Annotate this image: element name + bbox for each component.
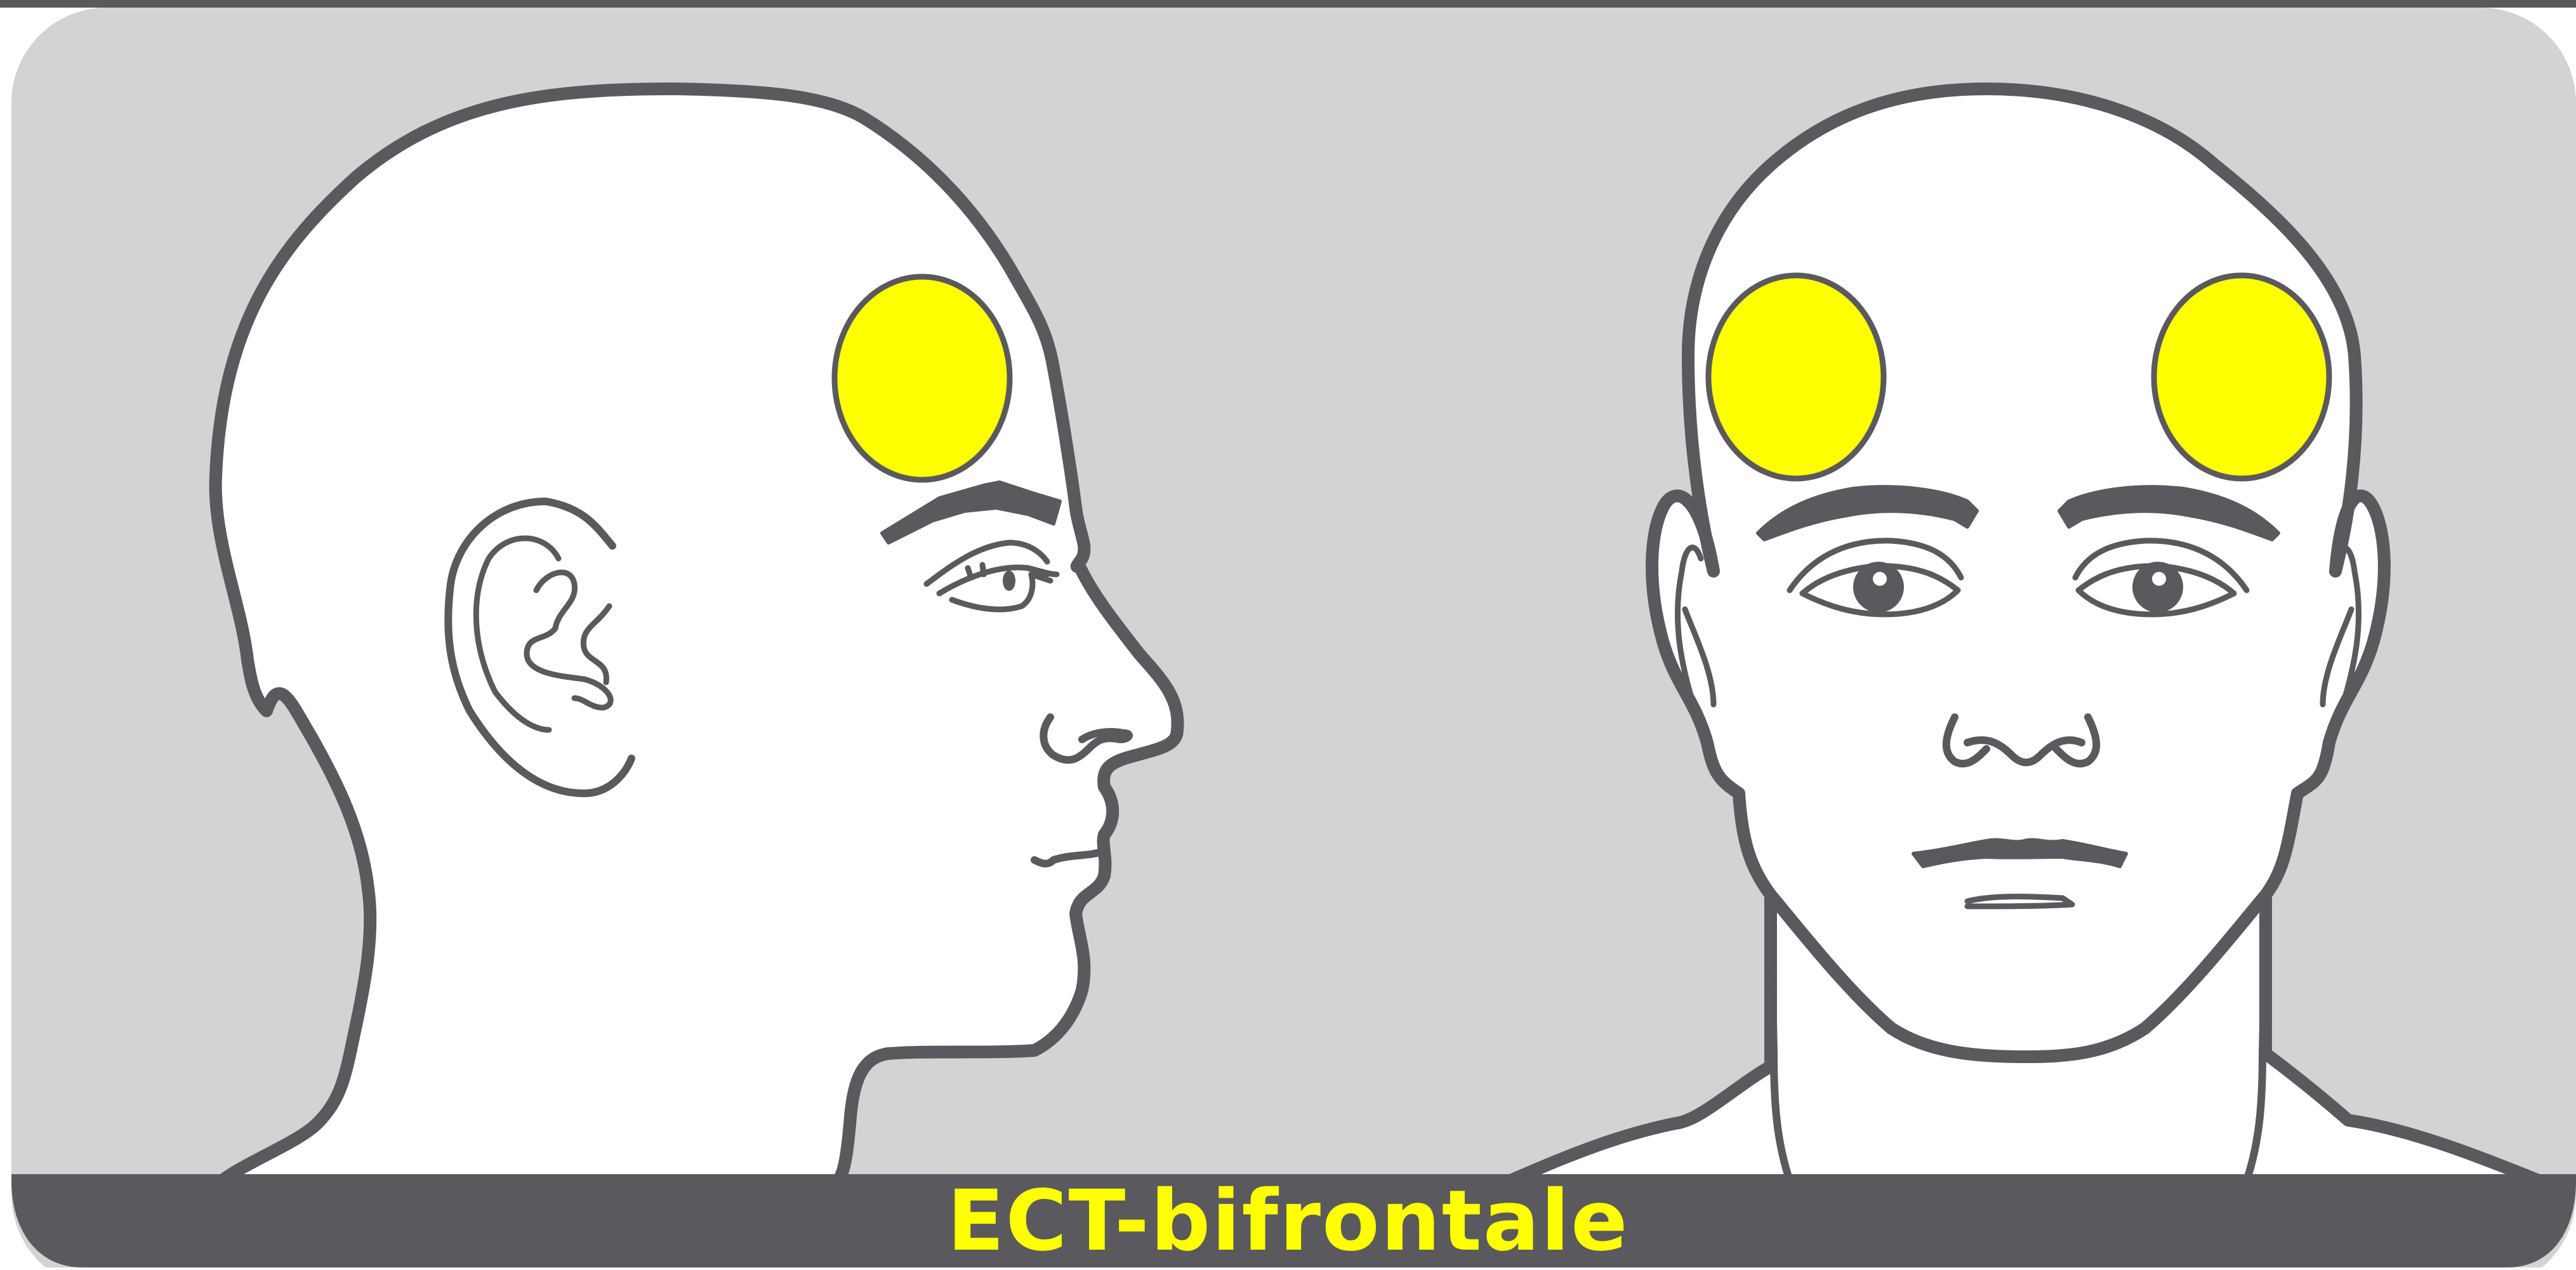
frontal-iris-left bbox=[1853, 562, 1904, 612]
frontal-glint-left bbox=[1873, 572, 1887, 586]
profile-pupil bbox=[1003, 571, 1015, 591]
electrode-frontal-left-side bbox=[2154, 275, 2329, 479]
frontal-iris-right bbox=[2132, 562, 2183, 612]
electrode-frontal-right-side bbox=[1708, 275, 1884, 479]
electrode-profile bbox=[835, 277, 1010, 480]
frontal-glint-right bbox=[2152, 572, 2166, 586]
top-edge-bar bbox=[0, 0, 2576, 8]
caption-text: ECT-bifrontale bbox=[0, 1174, 2576, 1267]
